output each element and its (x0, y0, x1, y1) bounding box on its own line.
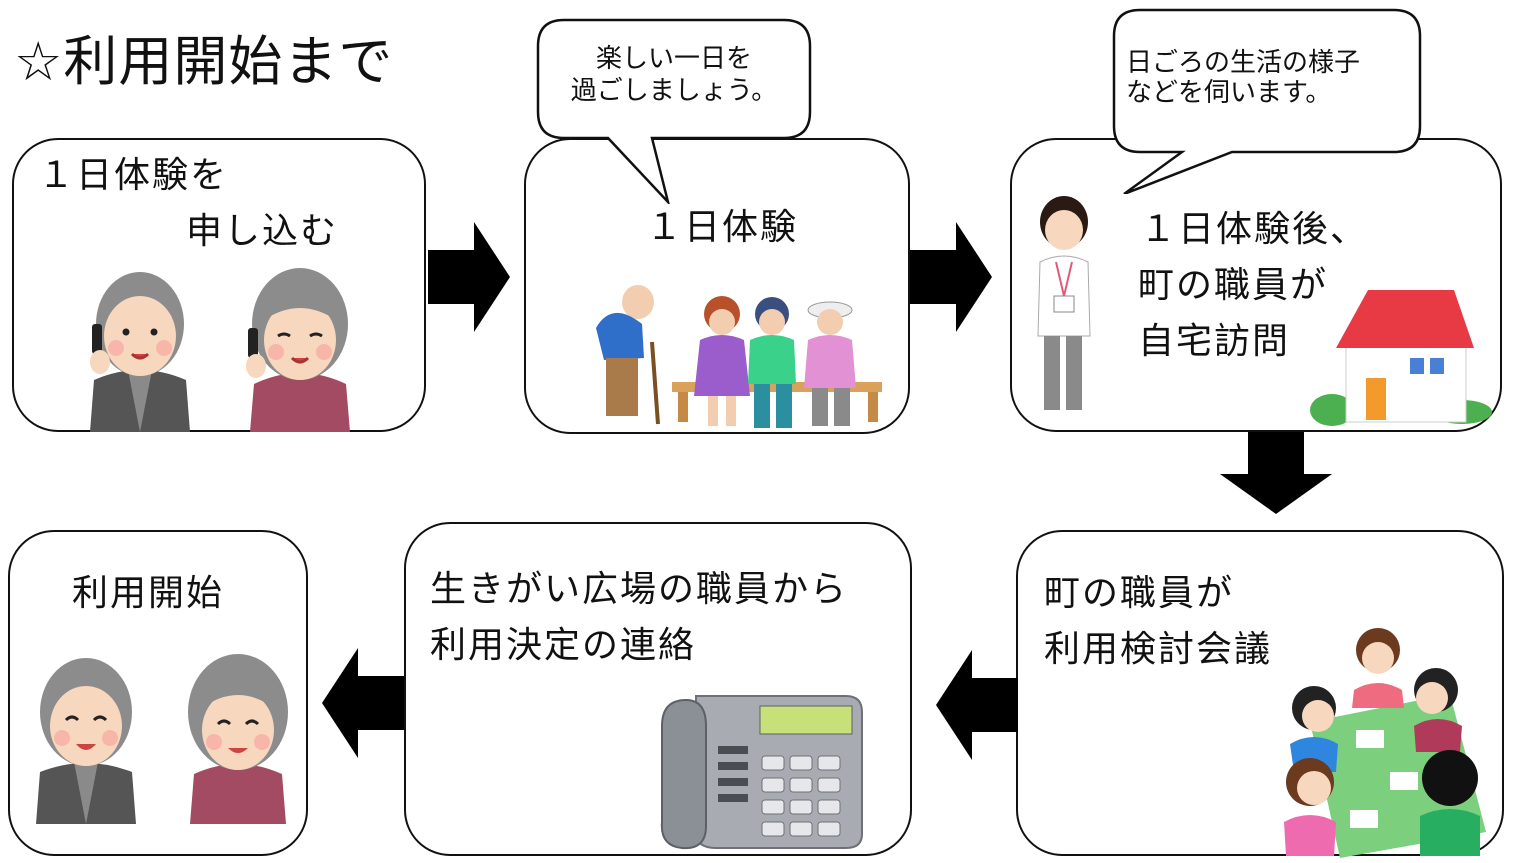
step1-line1: １日体験を (38, 155, 229, 196)
step2-line1: １日体験 (646, 207, 799, 248)
arrow-right-1 (428, 222, 510, 332)
step4-line1: 町の職員が (1044, 573, 1235, 614)
staff-woman-illustration (1037, 196, 1091, 410)
smiling-elderly-couple-illustration (36, 654, 288, 824)
step-box-apply (12, 138, 426, 432)
meeting-illustration (1284, 628, 1486, 858)
step3-line3: 自宅訪問 (1138, 321, 1291, 362)
bubble-trial-line1: 楽しい一日を (595, 44, 752, 74)
step1-line2: 申し込む (186, 211, 339, 252)
elderly-couple-phone-illustration (90, 268, 350, 432)
step3-line1: １日体験後、 (1140, 209, 1369, 250)
speech-bubble-trial (536, 18, 812, 204)
page-title: ☆利用開始まで (14, 30, 394, 93)
arrow-down (1220, 432, 1332, 514)
step5-line1: 生きがい広場の職員から (430, 569, 849, 610)
arrow-left-2 (322, 648, 404, 758)
seniors-bench-illustration (596, 285, 882, 428)
bubble-visit-line2: などを伺います。 (1126, 78, 1332, 108)
step6-line1: 利用開始 (72, 573, 225, 614)
arrow-left-1 (936, 650, 1018, 760)
bubble-visit-line1: 日ごろの生活の様子 (1126, 48, 1361, 78)
speech-bubble-home-visit (1112, 8, 1422, 194)
arrow-right-2 (910, 222, 992, 332)
step4-line2: 利用検討会議 (1044, 629, 1273, 670)
telephone-illustration (660, 695, 863, 850)
step3-line2: 町の職員が (1138, 265, 1329, 306)
bubble-trial-line2: 過ごしましょう。 (570, 76, 778, 106)
step5-line2: 利用決定の連絡 (430, 625, 697, 666)
house-illustration (1310, 290, 1492, 426)
